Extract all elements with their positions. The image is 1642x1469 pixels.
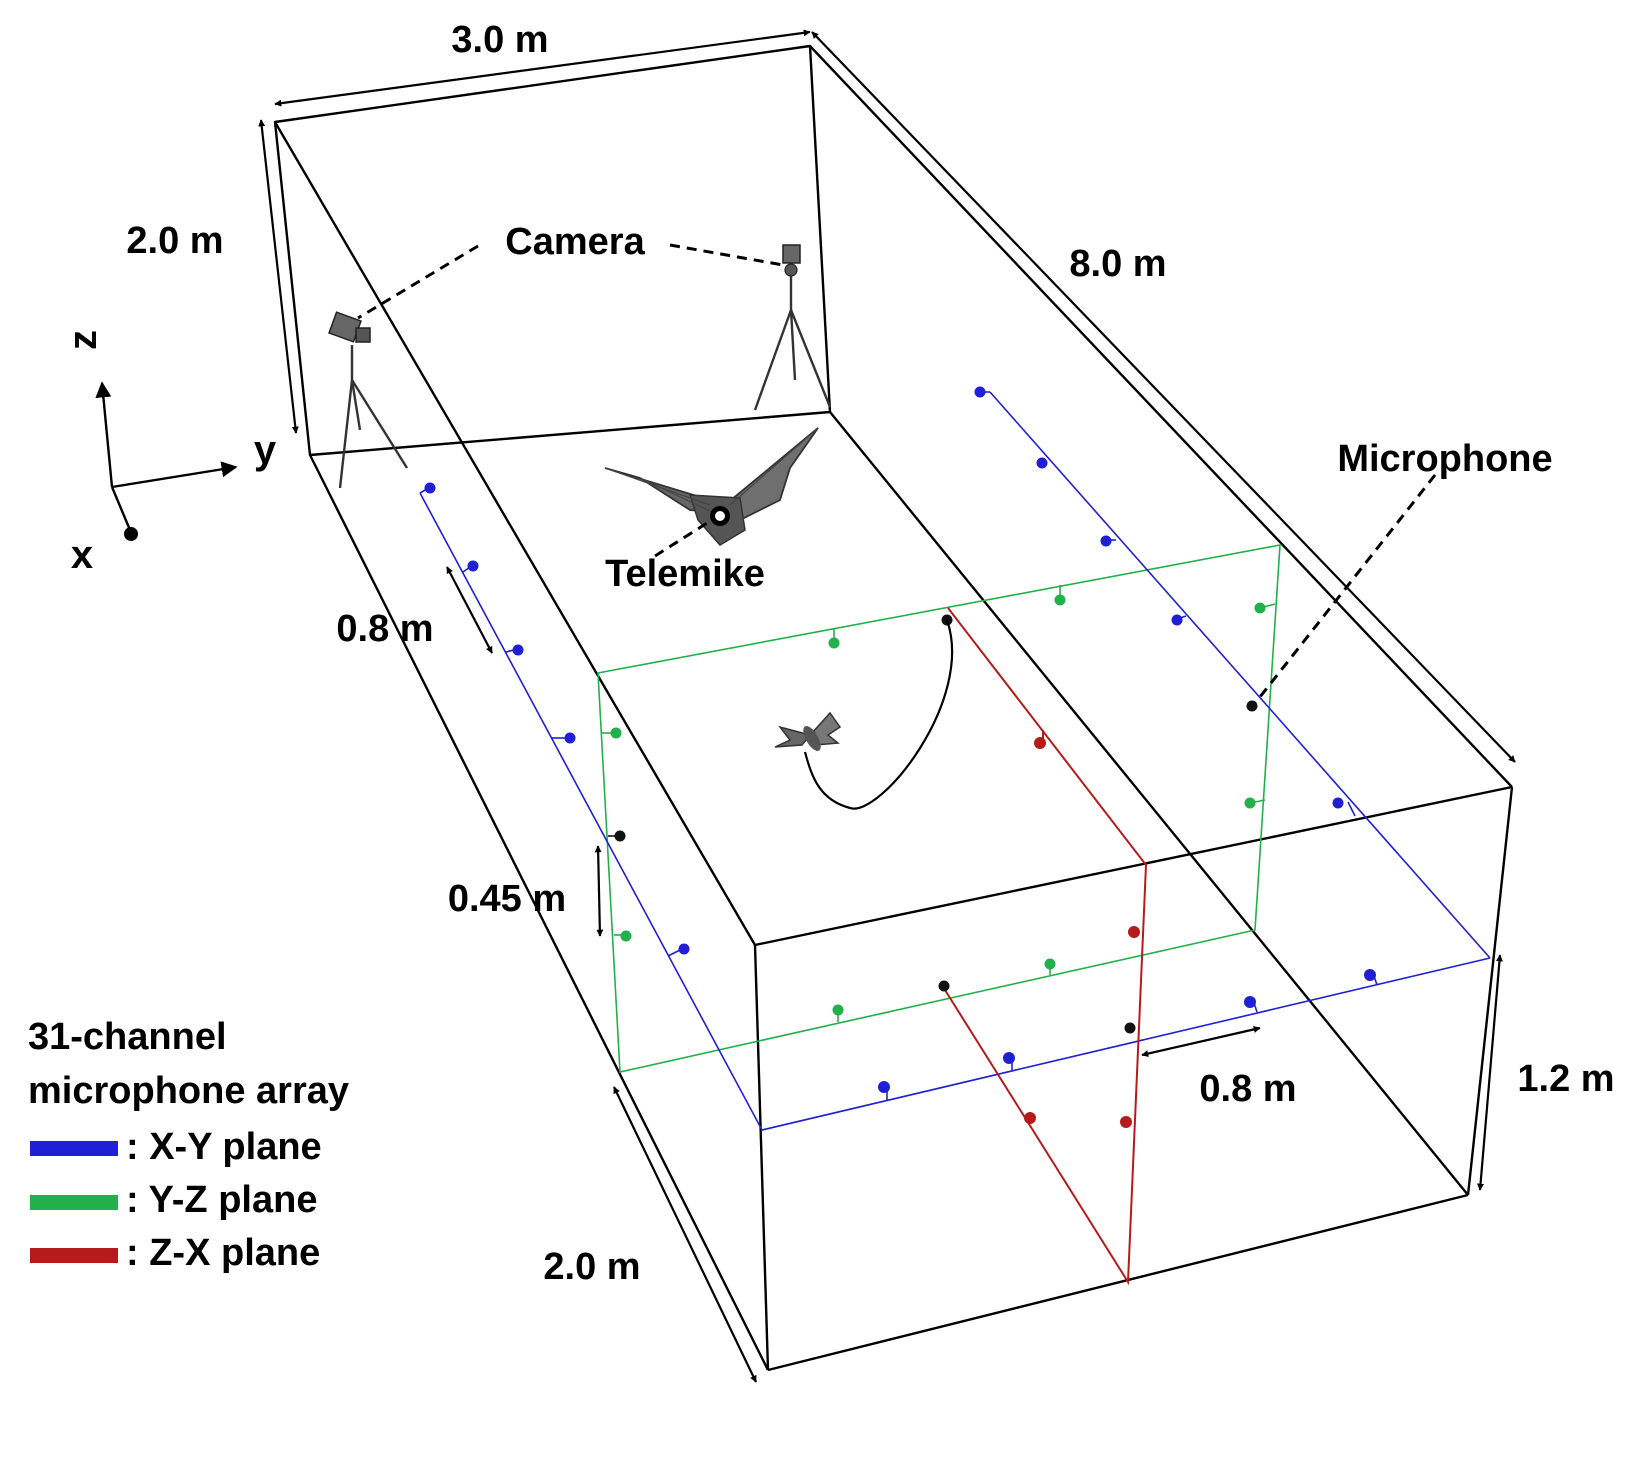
x-axis-dot <box>124 527 138 541</box>
legend-label-yz: : Y-Z plane <box>126 1179 317 1221</box>
x-axis-line <box>110 486 132 531</box>
zx-plane-line <box>944 607 1148 1286</box>
length-dimension-arrow <box>811 31 1516 763</box>
zx-mic <box>1128 926 1140 938</box>
yz-mic <box>620 930 632 942</box>
depth-front-dimension-arrow <box>613 1086 757 1383</box>
xy-mic <box>1100 535 1112 547</box>
room-top-right-edge <box>809 45 1513 788</box>
camera-leader-left <box>357 244 479 320</box>
xy-mic <box>1036 457 1048 469</box>
microphone-marker <box>938 980 950 992</box>
legend-title-line1: 31-channel <box>28 1016 227 1058</box>
microphone-leader <box>1254 474 1437 703</box>
spacing-left-label: 0.8 m <box>336 608 433 650</box>
legend-swatch-xy <box>30 1141 118 1156</box>
coordinate-axes: z y x <box>61 330 277 577</box>
xy-mic <box>1244 996 1256 1008</box>
telemike-label: Telemike <box>605 553 765 595</box>
legend-label-zx: : Z-X plane <box>126 1232 320 1274</box>
xy-mic <box>564 732 576 744</box>
spacing-left-dimension-arrow <box>446 566 493 654</box>
xy-mic <box>878 1081 890 1093</box>
xy-mic <box>1332 797 1344 809</box>
xy-mic <box>1003 1052 1015 1064</box>
yz-mic <box>610 727 622 739</box>
xy-mic <box>512 644 524 656</box>
height-right-label: 1.2 m <box>1517 1058 1614 1100</box>
camera-right-icon <box>753 244 832 411</box>
room-front-left-vertical <box>753 944 770 1371</box>
spacing-vertical-dimension-arrow <box>594 845 604 937</box>
height-left-label: 2.0 m <box>126 220 223 262</box>
spacing-front-dimension-arrow <box>1141 1025 1261 1058</box>
spacing-vertical-label: 0.45 m <box>448 878 566 920</box>
height-left-dimension-arrow <box>258 119 299 434</box>
yz-mic <box>1044 958 1056 970</box>
room-bottom-right-edge <box>829 411 1469 1196</box>
width-dimension-arrow <box>274 29 811 107</box>
microphone-marker <box>1124 1022 1136 1034</box>
room-box <box>273 44 1514 1372</box>
y-axis-arrow <box>111 461 238 489</box>
microphone-marker <box>614 830 626 842</box>
xy-mic <box>678 943 690 955</box>
microphone-label: Microphone <box>1337 438 1552 480</box>
camera-leader-right <box>669 243 784 267</box>
yz-mic <box>1244 797 1256 809</box>
room-front-right-vertical <box>1466 786 1514 1196</box>
zx-mic <box>1120 1116 1132 1128</box>
xy-mic <box>974 386 986 398</box>
spacing-front-label: 0.8 m <box>1199 1068 1296 1110</box>
depth-front-label: 2.0 m <box>543 1246 640 1288</box>
yz-mic <box>1254 602 1266 614</box>
xy-mic <box>467 560 479 572</box>
camera-label: Camera <box>505 221 645 263</box>
height-right-dimension-arrow <box>1477 954 1503 1191</box>
xy-plane-left-line <box>419 492 1491 1131</box>
legend-swatch-yz <box>30 1195 118 1210</box>
yz-mic <box>1054 594 1066 606</box>
xy-mic <box>424 482 436 494</box>
legend-swatch-zx <box>30 1248 118 1263</box>
yz-mic <box>828 637 840 649</box>
legend-label-xy: : X-Y plane <box>126 1126 322 1168</box>
width-label: 3.0 m <box>451 19 548 61</box>
zx-mic <box>1024 1112 1036 1124</box>
room-top-front-edge <box>754 785 1513 947</box>
xy-mic <box>1364 969 1376 981</box>
z-axis-arrow <box>95 381 114 488</box>
xy-mic <box>1171 614 1183 626</box>
room-top-left-edge <box>273 121 757 946</box>
telemike-leader <box>654 516 716 558</box>
axis-label-z: z <box>61 330 105 350</box>
bat-icon <box>604 427 819 546</box>
flight-path <box>803 619 954 810</box>
legend-title-line2: microphone array <box>28 1070 349 1112</box>
length-label: 8.0 m <box>1069 243 1166 285</box>
zx-mic <box>1034 737 1046 749</box>
xy-plane-array <box>419 386 1491 1131</box>
legend: 31-channel microphone array : X-Y plane … <box>28 1016 349 1274</box>
yz-mic <box>832 1004 844 1016</box>
room-bottom-front-edge <box>767 1193 1469 1372</box>
axis-label-x: x <box>71 533 93 577</box>
zx-plane-array <box>944 607 1148 1286</box>
microphone-marker <box>1246 700 1258 712</box>
axis-label-y: y <box>254 428 277 472</box>
camera-left-icon <box>328 311 409 489</box>
moth-icon <box>774 711 842 751</box>
reference-microphones <box>608 614 1258 1034</box>
